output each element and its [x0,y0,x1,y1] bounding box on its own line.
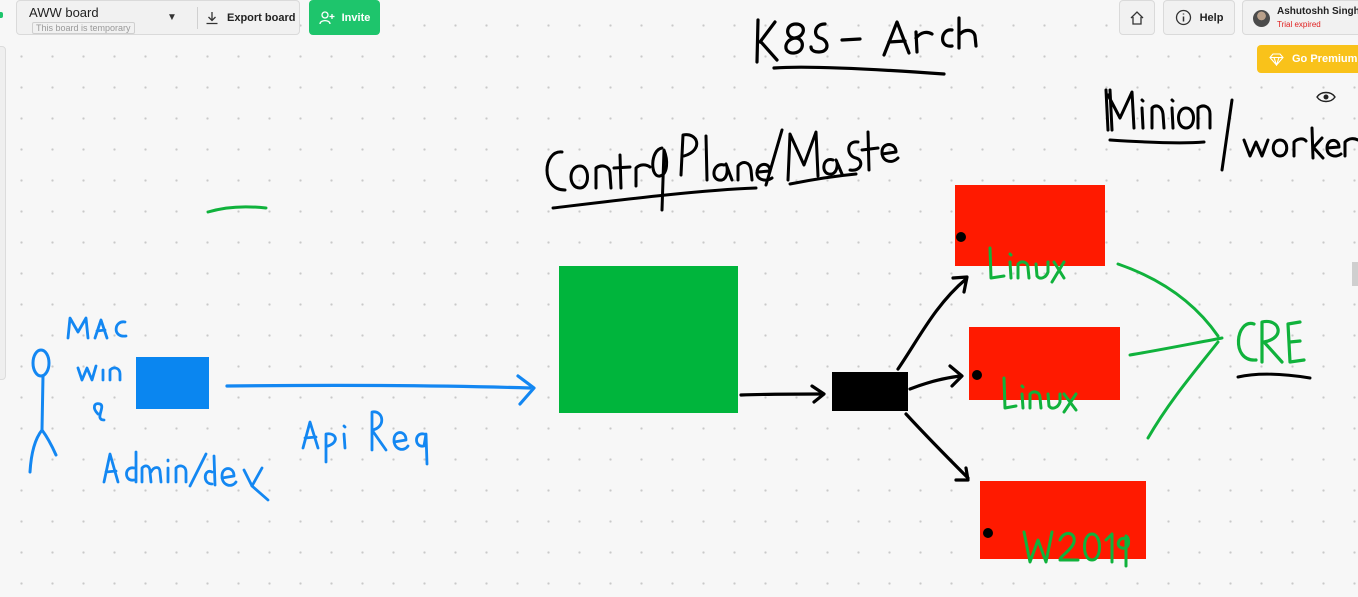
worker-box-linux-2 [969,327,1120,400]
label-w2019 [1022,530,1131,568]
worker-box-linux-1 [955,185,1105,266]
board-temporary-note: This board is temporary [32,22,135,34]
proxy-to-workers-arrows [896,275,970,482]
chevron-down-icon[interactable]: ▼ [167,12,177,23]
eye-icon[interactable] [1316,90,1336,104]
api-request-arrow [225,374,536,406]
proxy-box [832,372,908,411]
diamond-icon [1269,52,1284,66]
export-board-button[interactable]: Export board [205,7,295,29]
board-title[interactable]: AWW board [29,5,99,20]
stray-green-stroke [206,205,268,214]
home-icon [1130,10,1144,25]
label-minion-worker [1104,88,1358,172]
user-name: Ashutoshh Singh [1277,6,1358,17]
label-linux-1 [988,246,1066,284]
label-linux-2 [1002,376,1078,414]
left-edge-indicator [0,12,3,18]
label-control-plane-master [545,128,900,212]
label-mac-win-admin [66,316,270,502]
home-button[interactable] [1119,0,1155,35]
user-menu[interactable]: Ashutoshh Singh Trial expired [1242,0,1358,35]
client-box [136,357,209,409]
title-k8s-arch [755,16,978,76]
right-scroll-handle[interactable] [1352,262,1358,286]
cre-connector [1116,262,1224,440]
download-icon [206,12,218,25]
help-button[interactable]: Help [1163,0,1235,35]
help-label: Help [1199,11,1224,24]
worker-dots [956,232,993,538]
control-plane-box [559,266,738,413]
label-api-req [301,410,429,466]
label-cre [1236,319,1306,364]
trial-status: Trial expired [1277,20,1321,29]
export-board-label: Export board [227,12,296,24]
invite-label: Invite [341,11,371,24]
board-panel: AWW board This board is temporary ▼ Expo… [16,0,300,35]
invite-button[interactable]: Invite [309,0,380,35]
avatar [1253,10,1270,27]
go-premium-button[interactable]: Go Premium [1257,45,1358,73]
admin-stick-figure [28,348,58,474]
info-icon [1175,9,1191,26]
go-premium-label: Go Premium [1292,53,1358,65]
cre-underline [1236,372,1312,380]
control-to-proxy-arrow [739,384,826,404]
divider [197,7,198,29]
add-user-icon [318,10,335,24]
left-toolbar-rail[interactable] [0,46,6,380]
